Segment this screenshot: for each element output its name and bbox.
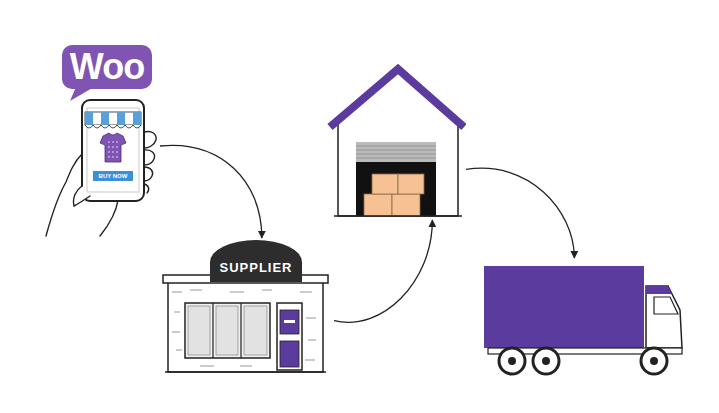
warehouse-art [326, 62, 466, 220]
delivery-truck-art [478, 258, 683, 380]
supplier-store: SUPPLIER [158, 238, 334, 378]
supplier-store-art [158, 238, 334, 378]
delivery-truck [478, 258, 683, 380]
truck-body [484, 266, 682, 374]
flow-arrow [160, 145, 262, 238]
flow-arrow [466, 168, 574, 258]
phone-body [82, 100, 144, 201]
store-building [163, 240, 328, 372]
thumb-outline [73, 186, 90, 206]
woo-bubble [62, 45, 152, 101]
shop-phone: WooBUY NOW [40, 40, 160, 240]
store-sign: SUPPLIER [219, 261, 292, 274]
warehouse [326, 62, 466, 220]
warehouse-building [330, 69, 464, 216]
flow-arrow [334, 220, 432, 322]
button-label: BUY NOW [99, 173, 128, 179]
logo-text: Woo [70, 49, 144, 85]
